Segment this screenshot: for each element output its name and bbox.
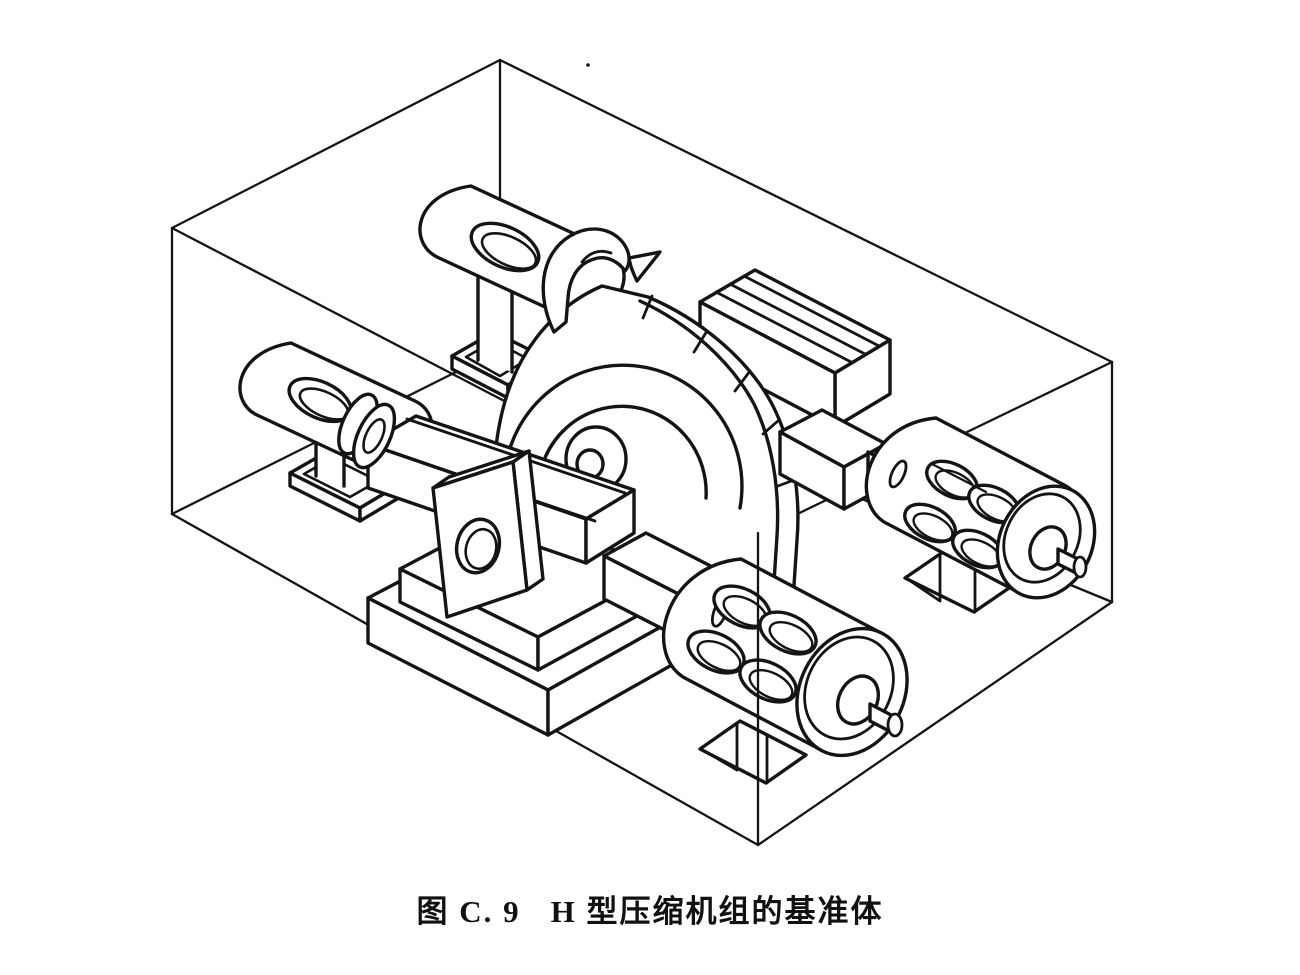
- crosshead-block: [431, 449, 545, 619]
- motor-rib-lines: [714, 274, 881, 364]
- cylinder-end-cap-rim: [803, 635, 895, 741]
- cylinder-right: [864, 416, 1097, 614]
- valve-port-3-rim: [696, 639, 742, 673]
- crankcase-inner-arc-small: [536, 404, 708, 500]
- figure-caption-title: H 型压缩机组的基准体: [550, 894, 884, 929]
- rod-neck-sliver: [888, 459, 908, 489]
- shaft-stub-end: [886, 712, 904, 738]
- crosshead-bore-rim: [464, 527, 498, 571]
- cylinder-foot-gussets: [699, 721, 769, 785]
- cylinder-foot-plate: [698, 719, 808, 785]
- box-face-intersection-line: [930, 462, 988, 494]
- figure-caption-label: 图 C. 9: [416, 894, 521, 929]
- valve-port-3-rim: [912, 512, 954, 542]
- pedestal-column-edges: [476, 274, 514, 374]
- cylinder-end-cap-rim: [1002, 492, 1082, 584]
- crankcase-inner-arc-large: [502, 363, 744, 510]
- pedestal-column-fill: [478, 276, 512, 372]
- lifting-lug-inner-arc: [580, 249, 613, 264]
- valve-port-2-rim: [768, 620, 814, 654]
- rod-end-face: [584, 488, 636, 565]
- shaft-coupling: [337, 392, 397, 470]
- crankcase-flange-line: [638, 299, 780, 630]
- cylinder-front: [661, 557, 909, 785]
- crankcase-flange-ticks: [641, 294, 796, 488]
- shaft-stub-end: [1072, 555, 1088, 579]
- valve-port-4-rim: [748, 668, 794, 702]
- motor-block: [698, 268, 892, 429]
- coupling-disc-bore: [362, 418, 386, 454]
- figure-caption: 图 C. 9 H 型压缩机组的基准体: [0, 886, 1300, 931]
- cylinder-foot-gussets: [904, 552, 977, 614]
- box-bottom-right-edge: [756, 600, 1114, 847]
- bearing-capsule-tip: [627, 250, 662, 283]
- bearing-bore-rim: [480, 232, 538, 270]
- scan-speck: [586, 63, 590, 67]
